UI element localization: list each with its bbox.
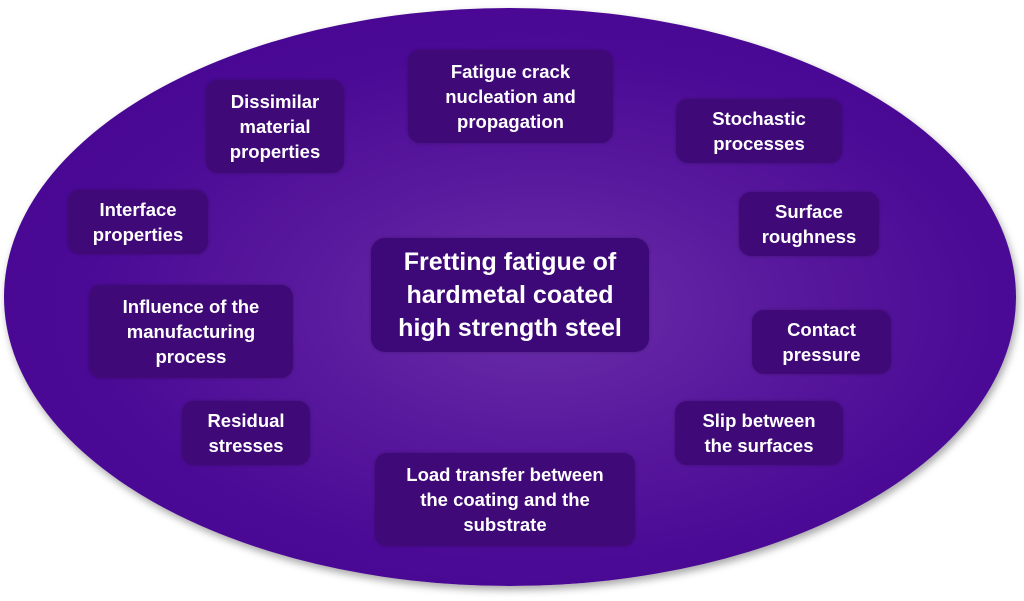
factor-interface-properties: Interface properties <box>68 190 208 254</box>
factor-contact-pressure: Contact pressure <box>752 310 891 374</box>
factor-slip-between-surfaces: Slip between the surfaces <box>675 401 843 465</box>
factor-surface-roughness: Surface roughness <box>739 192 879 256</box>
factor-fatigue-crack: Fatigue crack nucleation and propagation <box>408 50 613 143</box>
factor-residual-stresses: Residual stresses <box>182 401 310 465</box>
factor-dissimilar-material: Dissimilar material properties <box>206 80 344 173</box>
central-topic: Fretting fatigue of hardmetal coated hig… <box>371 238 649 352</box>
factor-stochastic-processes: Stochastic processes <box>676 99 842 163</box>
factor-manufacturing-process: Influence of the manufacturing process <box>89 285 293 378</box>
factor-load-transfer: Load transfer between the coating and th… <box>375 453 635 546</box>
